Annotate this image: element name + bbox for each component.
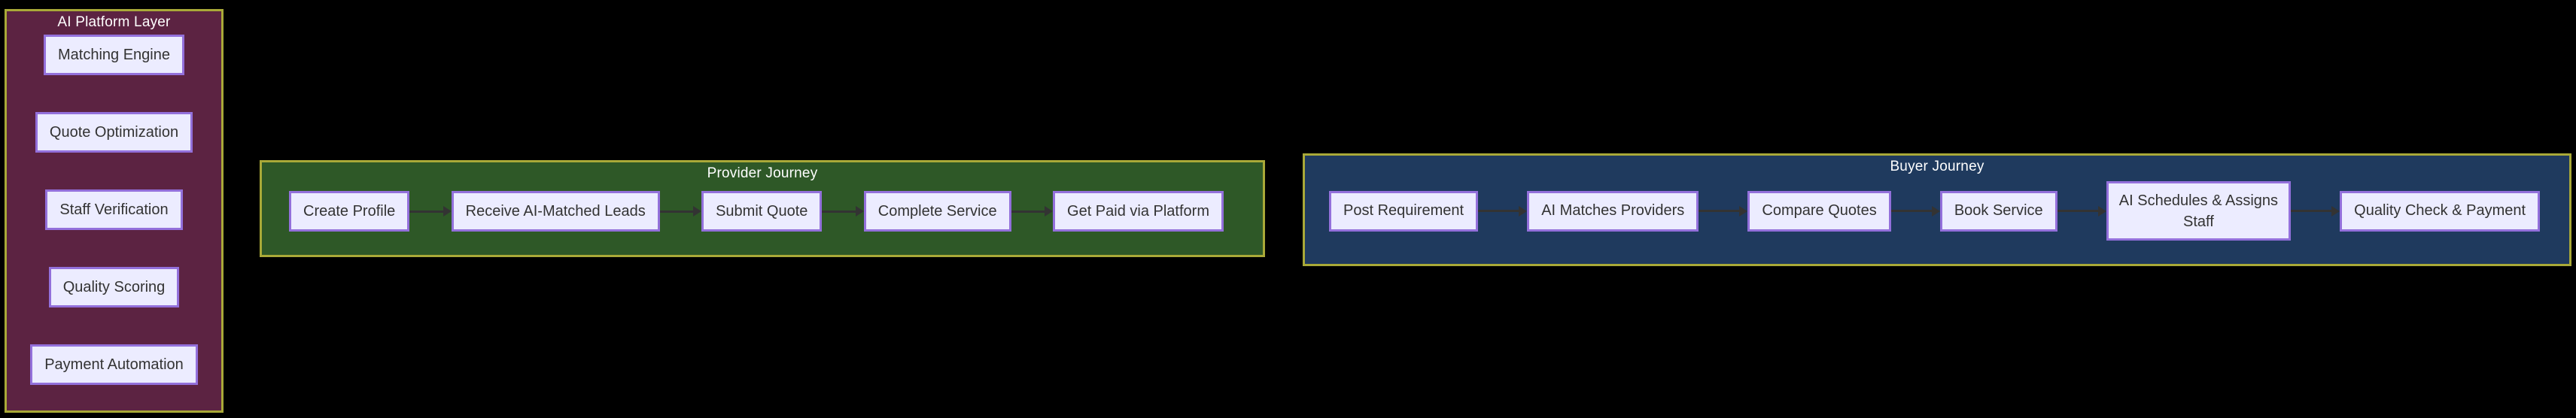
edge-line xyxy=(1699,210,1741,212)
node-receive-ai-matched-leads: Receive AI-Matched Leads xyxy=(451,191,660,232)
node-get-paid-via-platform: Get Paid via Platform xyxy=(1053,191,1224,232)
arrowhead-icon xyxy=(693,206,702,217)
arrowhead-icon xyxy=(2331,205,2340,217)
group-title-ai-platform-layer: AI Platform Layer xyxy=(57,14,171,30)
node-quote-optimization: Quote Optimization xyxy=(35,112,193,153)
arrowhead-icon xyxy=(1739,205,1748,217)
node-book-service: Book Service xyxy=(1939,190,2057,232)
edge-arrow xyxy=(1699,205,1748,217)
group-provider-journey: Provider Journey Create Profile Receive … xyxy=(260,160,1265,257)
edge-line xyxy=(659,210,695,213)
edge-line xyxy=(1478,210,1520,212)
edge-arrow xyxy=(1478,205,1528,217)
edge-line xyxy=(2291,210,2333,212)
group-title-buyer-journey: Buyer Journey xyxy=(1890,159,1984,174)
buyer-node-row: Post Requirement AI Matches Providers Co… xyxy=(1329,181,2541,241)
group-ai-platform-layer: AI Platform Layer Matching Engine Quote … xyxy=(5,9,224,413)
node-submit-quote: Submit Quote xyxy=(701,191,823,232)
edge-line xyxy=(822,210,856,213)
edge-arrow xyxy=(822,206,864,217)
edge-line xyxy=(1011,210,1046,213)
edge-arrow xyxy=(2057,205,2106,217)
node-quality-check-payment: Quality Check & Payment xyxy=(2340,190,2541,232)
group-buyer-journey: Buyer Journey Post Requirement AI Matche… xyxy=(1303,153,2571,266)
node-staff-verification: Staff Verification xyxy=(45,189,183,230)
edge-arrow xyxy=(1890,205,1940,217)
edge-line xyxy=(2057,210,2099,212)
group-title-provider-journey: Provider Journey xyxy=(707,165,818,181)
edge-line xyxy=(409,210,444,213)
node-compare-quotes: Compare Quotes xyxy=(1747,190,1891,232)
node-ai-matches-providers: AI Matches Providers xyxy=(1527,190,1699,232)
edge-line xyxy=(1890,210,1933,212)
arrowhead-icon xyxy=(1519,205,1528,217)
node-matching-engine: Matching Engine xyxy=(44,35,184,75)
node-payment-automation: Payment Automation xyxy=(30,344,198,385)
arrowhead-icon xyxy=(855,206,864,217)
edge-arrow xyxy=(2291,205,2340,217)
edge-arrow xyxy=(659,206,702,217)
edge-arrow xyxy=(1011,206,1054,217)
edge-arrow xyxy=(409,206,452,217)
node-create-profile: Create Profile xyxy=(289,191,410,232)
provider-node-row: Create Profile Receive AI-Matched Leads … xyxy=(289,191,1224,232)
arrowhead-icon xyxy=(2097,205,2106,217)
node-ai-schedules-assigns-staff: AI Schedules & Assigns Staff xyxy=(2106,181,2292,241)
node-complete-service: Complete Service xyxy=(863,191,1011,232)
arrowhead-icon xyxy=(1045,206,1054,217)
node-post-requirement: Post Requirement xyxy=(1329,190,1479,232)
node-quality-scoring: Quality Scoring xyxy=(48,267,180,307)
arrowhead-icon xyxy=(443,206,452,217)
platform-node-column: Matching Engine Quote Optimization Staff… xyxy=(7,35,221,385)
arrowhead-icon xyxy=(1931,205,1940,217)
